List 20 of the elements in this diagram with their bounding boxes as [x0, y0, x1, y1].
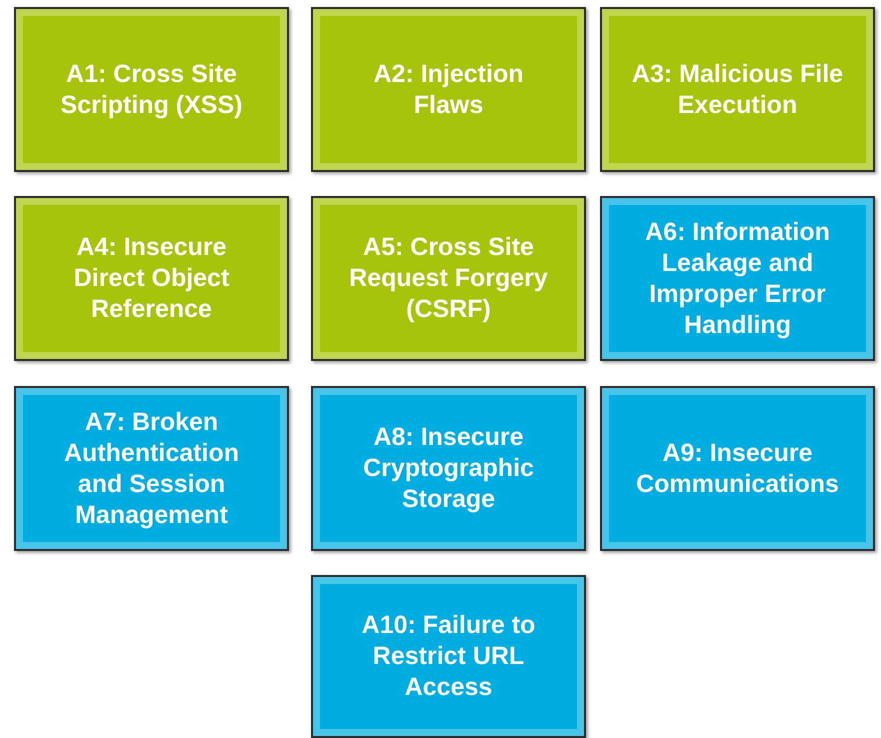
category-title: A8: Insecure Cryptographic Storage: [362, 422, 535, 515]
category-box: [14, 196, 289, 361]
category-box: [14, 386, 289, 551]
category-title: A3: Malicious File Execution: [630, 58, 844, 120]
category-title: A6: Information Leakage and Improper Error Handling: [644, 216, 831, 340]
category-title: A2: Injection Flaws: [372, 58, 524, 120]
category-box: [311, 386, 586, 551]
category-title: A4: Insecure Direct Object Reference: [72, 232, 230, 325]
category-title: A9: Insecure Communications: [635, 438, 840, 500]
category-title: A10: Failure to Restrict URL Access: [360, 610, 536, 703]
category-box: [600, 7, 875, 172]
category-title: A5: Cross Site Request Forgery (CSRF): [348, 232, 549, 325]
category-box: [311, 575, 586, 738]
category-title: A7: Broken Authentication and Session Management: [63, 406, 240, 530]
category-box: [311, 196, 586, 361]
category-title: A1: Cross Site Scripting (XSS): [60, 58, 244, 120]
category-box: [311, 7, 586, 172]
category-box: [600, 196, 875, 361]
category-box: [600, 386, 875, 551]
category-box: [14, 7, 289, 172]
